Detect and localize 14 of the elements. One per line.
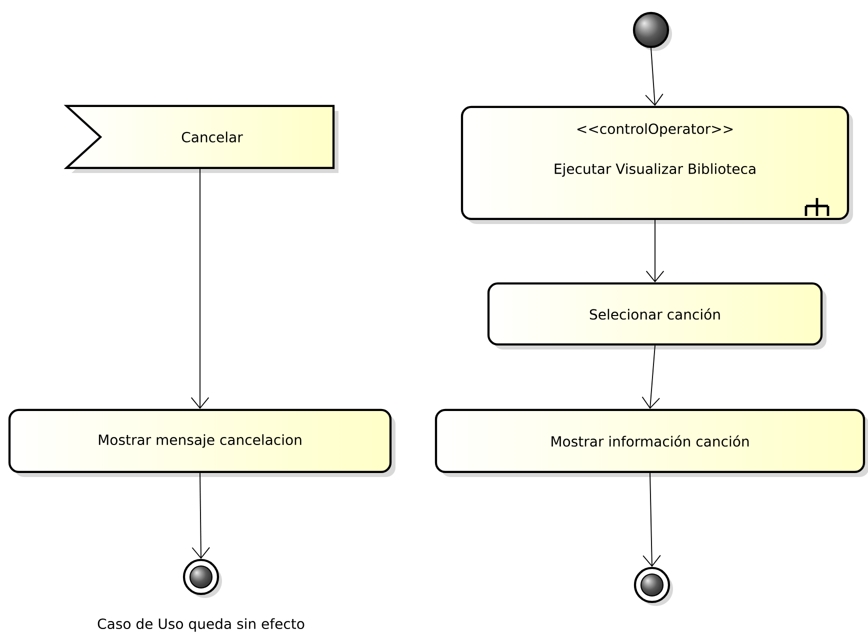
action-box: Mostrar información canción (434, 408, 868, 477)
arrow (645, 48, 664, 106)
arrow (646, 220, 664, 282)
initial-node (632, 12, 672, 51)
node-label: Caso de Uso queda sin efecto (98, 618, 304, 632)
arrow (642, 472, 661, 567)
arrow (190, 168, 210, 409)
action-box: Mostrar mensaje cancelacion (8, 408, 396, 477)
action-box: Selecionar canción (487, 282, 826, 350)
arrow (192, 472, 210, 559)
arrow (642, 345, 660, 409)
action-box: <<controlOperator>> Ejecutar Visualizar Biblioteca (460, 106, 853, 224)
final-node (634, 566, 673, 606)
event-flag: Cancelar (64, 104, 338, 173)
